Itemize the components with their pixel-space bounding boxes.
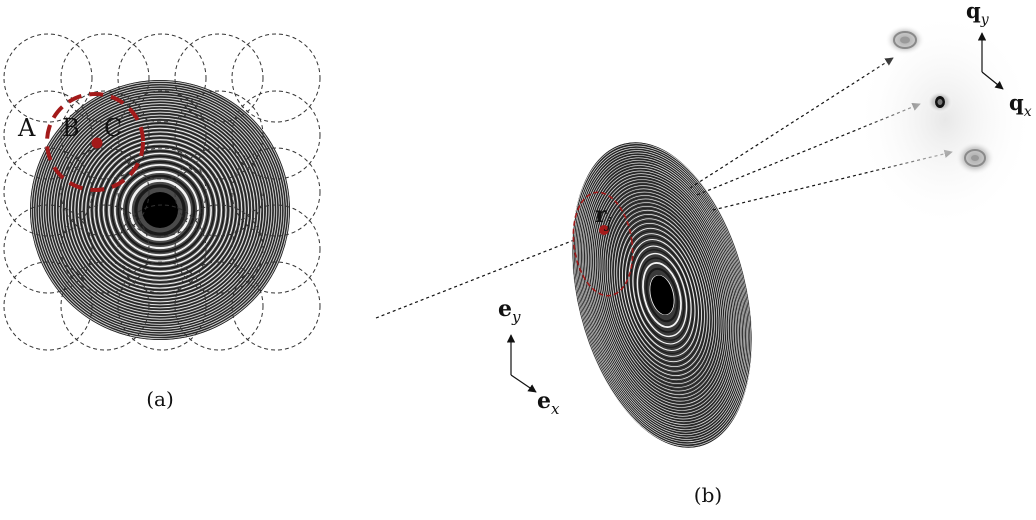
scan-position-circle bbox=[117, 90, 207, 180]
qy-axis-label: qy bbox=[966, 0, 990, 28]
region-label-b: B bbox=[62, 114, 80, 142]
scan-position-circle bbox=[60, 204, 150, 294]
scan-position-circle bbox=[174, 33, 264, 123]
incident-beam bbox=[375, 231, 593, 319]
panel-b: rj qy bbox=[375, 0, 1035, 507]
diffraction-pattern-3 bbox=[955, 141, 995, 175]
caption-b: (b) bbox=[694, 483, 722, 507]
position-label: rj bbox=[595, 202, 612, 232]
ex-axis-label: ex bbox=[537, 388, 560, 418]
caption-a: (a) bbox=[146, 387, 174, 411]
scan-position-circle bbox=[3, 147, 93, 237]
panel-a: A B C (a) bbox=[3, 33, 321, 411]
scan-position-circle bbox=[117, 204, 207, 294]
scan-position-circle bbox=[231, 33, 321, 123]
scan-position-circle bbox=[231, 261, 321, 351]
scan-position-circle bbox=[117, 147, 207, 237]
scan-position-circle bbox=[3, 90, 93, 180]
scan-position-circle bbox=[174, 90, 264, 180]
zone-plate-b bbox=[569, 139, 755, 451]
diffraction-pattern-1 bbox=[885, 25, 925, 55]
scan-position-circle bbox=[60, 33, 150, 123]
scan-position-circle bbox=[174, 204, 264, 294]
scan-position-circle bbox=[174, 261, 264, 351]
scan-position-circle bbox=[117, 261, 207, 351]
scan-position-grid bbox=[3, 33, 321, 351]
scan-position-circle bbox=[3, 33, 93, 123]
scan-position-circle bbox=[117, 33, 207, 123]
real-space-axes: ey ex bbox=[498, 296, 560, 418]
ey-axis-label: ey bbox=[498, 296, 521, 326]
scan-position-circle bbox=[231, 147, 321, 237]
scan-position-circle bbox=[231, 90, 321, 180]
region-label-a: A bbox=[17, 114, 36, 142]
detector-axes: qy qx bbox=[966, 0, 1032, 120]
scan-position-circle bbox=[60, 147, 150, 237]
probe-position-marker bbox=[599, 225, 609, 235]
probe-footprint bbox=[572, 191, 634, 297]
scan-position-circle bbox=[60, 90, 150, 180]
scan-position-circle bbox=[231, 204, 321, 294]
highlighted-probe bbox=[45, 92, 145, 192]
qx-axis-label: qx bbox=[1009, 90, 1032, 120]
diffraction-pattern-2 bbox=[927, 91, 953, 113]
scan-position-circle bbox=[60, 261, 150, 351]
detector-halo bbox=[855, 10, 1035, 230]
region-label-c: C bbox=[104, 114, 122, 142]
scan-position-circle bbox=[3, 261, 93, 351]
scan-position-circle bbox=[174, 147, 264, 237]
scan-position-circle bbox=[3, 204, 93, 294]
scattered-beam-1 bbox=[689, 57, 894, 189]
